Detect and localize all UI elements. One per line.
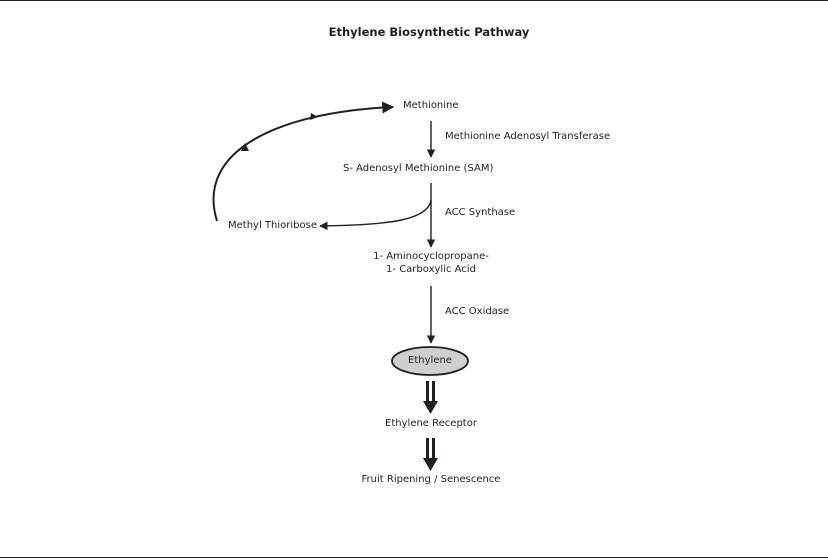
node-sam: S- Adenosyl Methionine (SAM) [343, 163, 493, 175]
loop-tick-2 [310, 113, 318, 120]
node-methionine: Methionine [403, 100, 459, 112]
enzyme-acc-oxidase: ACC Oxidase [445, 306, 509, 318]
node-acc-line1: 1- Aminocyclopropane- [371, 251, 491, 263]
double-arrow-receptor-to-ripening [423, 438, 438, 471]
arrow-sam-to-methyl-thioribose [320, 200, 431, 226]
node-ethylene: Ethylene [392, 355, 468, 367]
enzyme-methionine-adenosyl-transferase: Methionine Adenosyl Transferase [445, 131, 610, 143]
enzyme-acc-synthase: ACC Synthase [445, 207, 515, 219]
node-fruit-ripening: Fruit Ripening / Senescence [346, 474, 516, 486]
double-arrow-ethylene-to-receptor [423, 381, 438, 414]
node-ethylene-receptor: Ethylene Receptor [371, 418, 491, 430]
node-acc-line2: 1- Carboxylic Acid [371, 264, 491, 276]
node-methyl-thioribose: Methyl Thioribose [228, 220, 317, 232]
